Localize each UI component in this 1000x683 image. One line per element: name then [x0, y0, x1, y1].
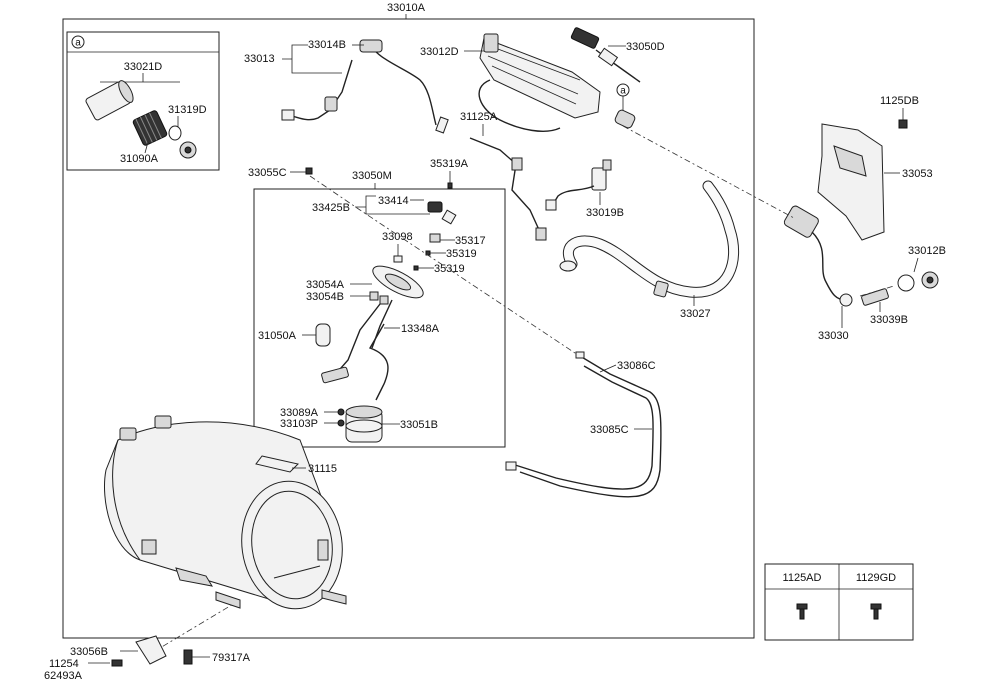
- pump-flange: [372, 265, 424, 299]
- inset-marker: a: [75, 38, 81, 49]
- label-33039b: 33039B: [870, 314, 908, 326]
- connector-33039b: [861, 288, 889, 306]
- inset-label-31319d: 31319D: [168, 104, 207, 116]
- bolt-1125db: [898, 119, 908, 129]
- inline-filter: [614, 109, 636, 129]
- label-31050a: 31050A: [258, 330, 297, 342]
- label-11254: 11254: [49, 658, 79, 670]
- label-33055c: 33055C: [248, 167, 287, 179]
- module-label: 33050M: [352, 170, 392, 182]
- vapor-canister: [478, 33, 601, 132]
- module-frame: [253, 188, 506, 448]
- label-33051b: 33051B: [400, 419, 438, 431]
- label-79317a: 79317A: [212, 652, 251, 664]
- inset-filter-kit: a 33021D 31319D 31090A: [66, 31, 220, 171]
- label-33425b: 33425B: [312, 202, 350, 214]
- filter-element: [132, 110, 168, 146]
- label-33014b: 33014B: [308, 39, 346, 51]
- fuel-pump-small: [570, 27, 641, 83]
- label-33098: 33098: [382, 231, 413, 243]
- assembly-frame: [62, 18, 755, 639]
- label-33054a: 33054A: [306, 279, 345, 291]
- label-13348a: 13348A: [401, 323, 440, 335]
- label-35319-1: 35319: [446, 248, 477, 260]
- pump-33051b: [345, 405, 383, 443]
- module-bracket: [333, 303, 381, 377]
- ref-marker: a: [620, 86, 626, 97]
- label-35317: 35317: [455, 235, 486, 247]
- label-35319-2: 35319: [434, 263, 465, 275]
- label-1125db: 1125DB: [880, 95, 919, 107]
- label-33056b: 33056B: [70, 646, 108, 658]
- harness-31125a: [469, 137, 541, 233]
- fuel-filter-33030: [783, 205, 853, 307]
- label-33030: 33030: [818, 330, 849, 342]
- module-connector: [427, 201, 443, 213]
- label-33414: 33414: [378, 195, 409, 207]
- label-33027: 33027: [680, 308, 711, 320]
- label-62493a: 62493A: [44, 670, 83, 682]
- sender-wire-assembly: [281, 39, 449, 134]
- table-col1-label: 1125AD: [783, 572, 822, 584]
- o-ring: [168, 125, 182, 141]
- fuel-lines: [505, 351, 662, 498]
- label-33086c: 33086C: [617, 360, 656, 372]
- label-35319a: 35319A: [430, 158, 469, 170]
- label-33085c: 33085C: [590, 424, 629, 436]
- label-33050d: 33050D: [626, 41, 665, 53]
- label-33053: 33053: [902, 168, 933, 180]
- pressure-sensor: [545, 159, 612, 211]
- clamp-33012b: [897, 274, 915, 292]
- bolt-1125ad-icon: [796, 603, 808, 620]
- label-33089a: 33089A: [280, 407, 319, 419]
- label-33054b: 33054B: [306, 291, 344, 303]
- heat-shield: [817, 123, 885, 241]
- inset-title-label: 33021D: [124, 61, 163, 73]
- label-33012b: 33012B: [908, 245, 946, 257]
- label-33019b: 33019B: [586, 207, 624, 219]
- filter-canister: [85, 80, 134, 121]
- gasket-31115: [255, 455, 299, 473]
- label-31115: 31115: [308, 463, 337, 475]
- label-31125a: 31125A: [460, 111, 498, 123]
- fastener-table: 1125AD 1129GD: [764, 563, 914, 641]
- label-33012d: 33012D: [420, 46, 459, 58]
- filler-hose: [559, 180, 740, 298]
- table-col2-label: 1129GD: [856, 572, 896, 584]
- label-33103p: 33103P: [280, 418, 318, 430]
- inset-label-31090a: 31090A: [120, 153, 159, 165]
- bolt-1129gd-icon: [870, 603, 882, 620]
- filter-31050a: [315, 323, 331, 347]
- fuel-tank: [104, 415, 347, 610]
- assembly-label: 33010A: [387, 2, 426, 14]
- label-33013: 33013: [244, 53, 275, 65]
